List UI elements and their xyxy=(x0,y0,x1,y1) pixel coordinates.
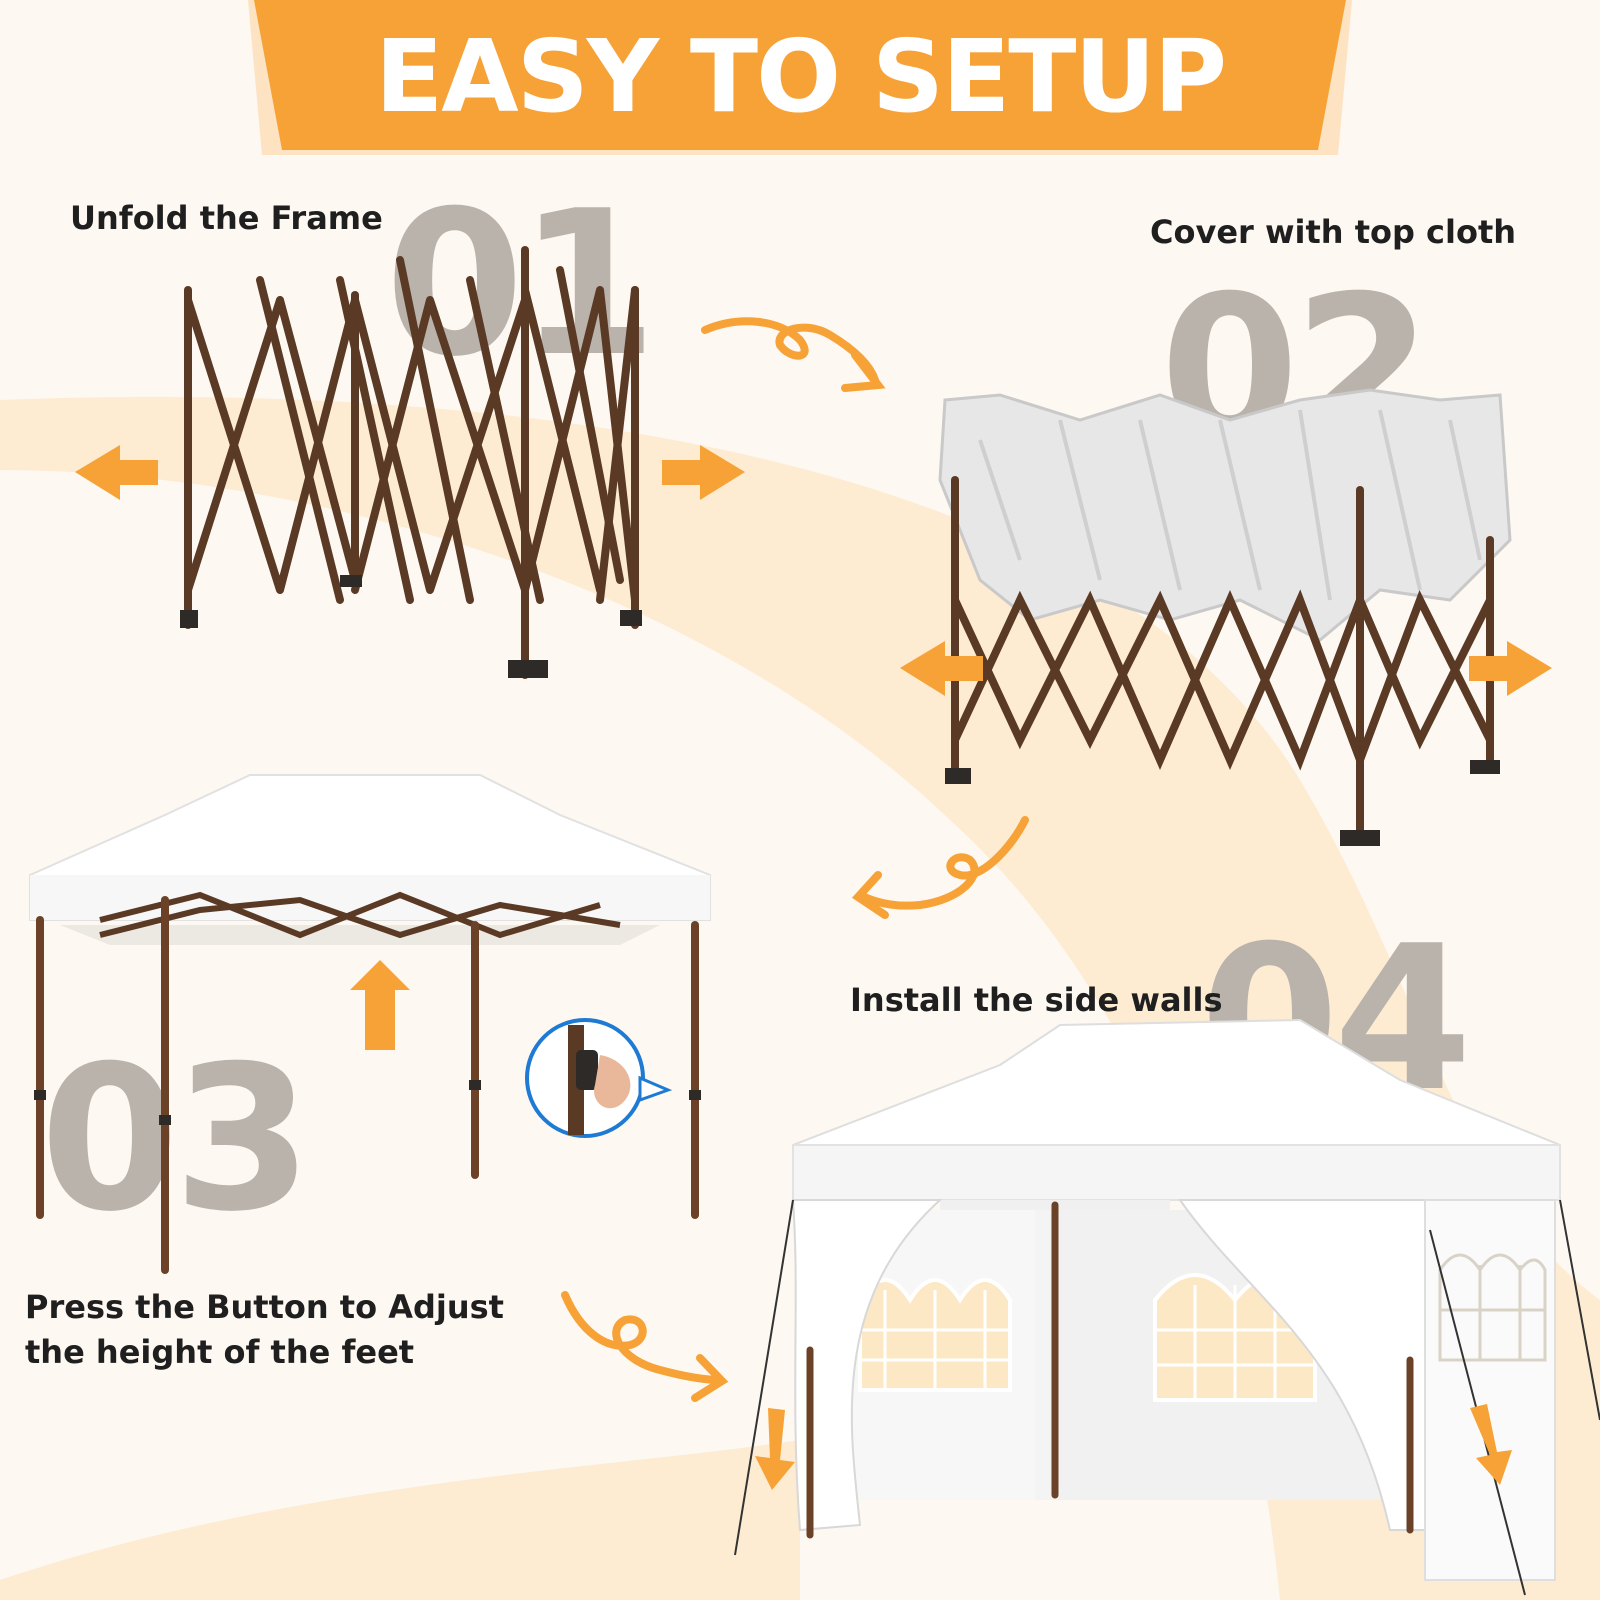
expand-arrows-step2 xyxy=(900,641,1552,696)
banner-title: EASY TO SETUP xyxy=(374,18,1227,135)
step-label-03-line2: the height of the feet xyxy=(25,1333,415,1371)
step-label-01: Unfold the Frame xyxy=(70,199,383,237)
tent-with-walls-illustration xyxy=(734,1018,1600,1596)
canopy-illustration xyxy=(29,774,711,1274)
unfolded-frame-illustration xyxy=(184,246,639,679)
curly-arrow-1-to-2 xyxy=(701,317,886,392)
curly-arrow-2-to-3 xyxy=(851,816,1029,919)
curly-arrow-3-to-4 xyxy=(561,1291,729,1402)
expand-arrows-step1 xyxy=(75,445,745,500)
up-arrow-step3 xyxy=(350,960,410,1050)
covered-frame-illustration xyxy=(938,388,1512,846)
step-label-04: Install the side walls xyxy=(850,981,1223,1019)
title-banner: EASY TO SETUP xyxy=(248,0,1352,155)
button-inset-illustration xyxy=(525,1018,673,1138)
down-arrow-left-step4 xyxy=(755,1408,795,1490)
step-label-03-line1: Press the Button to Adjust xyxy=(25,1288,504,1326)
frame-feet xyxy=(180,575,642,678)
down-arrow-right-step4 xyxy=(1470,1404,1512,1485)
step-number-03: 03 xyxy=(40,1023,312,1256)
step-label-02: Cover with top cloth xyxy=(1150,213,1517,251)
